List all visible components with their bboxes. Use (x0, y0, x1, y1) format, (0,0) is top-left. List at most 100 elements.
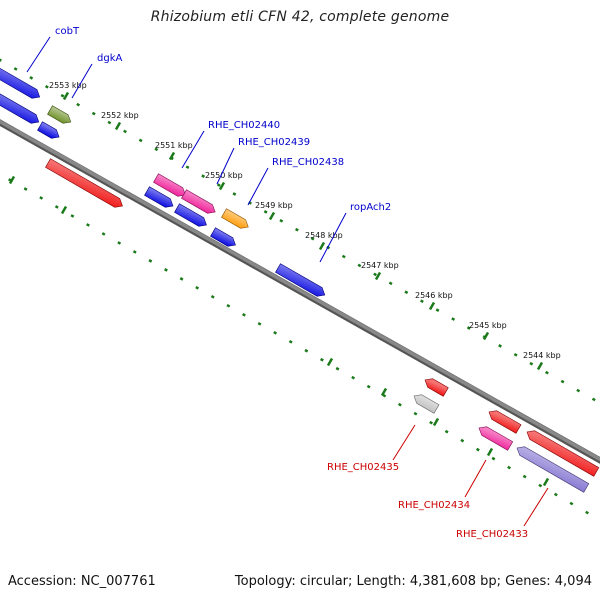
outer-track-tick (154, 147, 159, 152)
inner-track-tick (23, 187, 28, 191)
outer-track-tick (0, 58, 2, 62)
outer-track-tick (279, 218, 284, 223)
inner-track-tick (491, 456, 496, 461)
gene-red-mid[interactable] (488, 410, 522, 434)
ruler-major-tick (114, 121, 122, 131)
inner-track-tick (335, 366, 340, 371)
outer-track-tick (294, 227, 299, 232)
inner-track-tick (460, 438, 465, 443)
gene-RHE_CH02434[interactable] (478, 426, 514, 451)
gene-blue-2[interactable] (0, 91, 40, 124)
gene-slate[interactable] (516, 446, 590, 493)
ruler-major-tick (374, 271, 382, 281)
outer-track-tick (513, 352, 518, 357)
outer-track-tick (388, 281, 393, 286)
inner-track-tick (101, 232, 106, 236)
ruler-label: 2549 kbp (255, 201, 293, 210)
gene-dgkA[interactable] (47, 105, 72, 124)
outer-track-tick (560, 379, 565, 384)
gene-label[interactable]: ropAch2 (350, 202, 391, 213)
gene-ropAch2[interactable] (275, 263, 326, 297)
outer-track-tick (76, 102, 81, 107)
outer-track-tick (357, 263, 362, 268)
gene-callout-line (464, 459, 487, 498)
outer-track-tick (420, 299, 424, 304)
inner-track-tick (351, 375, 356, 380)
inner-track-tick (86, 223, 90, 227)
inner-major-tick (486, 447, 494, 457)
gene-cobT[interactable] (0, 62, 41, 99)
outer-track-tick (263, 210, 268, 214)
ruler-major-tick (318, 241, 326, 251)
gene-blue-4[interactable] (144, 186, 174, 208)
ruler-major-tick (482, 331, 490, 341)
inner-track-tick (195, 286, 200, 290)
inner-track-tick (413, 411, 418, 416)
outer-track-tick (123, 129, 127, 134)
genome-info-text: Topology: circular; Length: 4,381,608 bp… (234, 574, 592, 589)
map-title: Rhizobium etli CFN 42, complete genome (150, 9, 450, 25)
inner-major-tick (60, 205, 68, 215)
gene-label[interactable]: RHE_CH02440 (208, 120, 280, 131)
inner-track-tick (39, 196, 44, 200)
ruler-major-tick (428, 301, 436, 311)
outer-track-tick (60, 93, 65, 98)
ruler-label: 2551 kbp (155, 141, 193, 150)
outer-track-tick (576, 388, 581, 393)
gene-RHE_CH02440[interactable] (153, 173, 186, 197)
inner-track-tick (366, 384, 371, 389)
gene-blue-6[interactable] (210, 227, 236, 247)
inner-track-tick (273, 330, 278, 335)
ruler-label: 2544 kbp (523, 351, 561, 360)
ruler-label: 2547 kbp (361, 261, 399, 270)
outer-track-tick (310, 236, 315, 241)
gene-RHE_CH02435[interactable] (413, 394, 440, 414)
inner-track-tick (210, 295, 215, 299)
gene-RHE_CH02433-red[interactable] (526, 430, 600, 477)
gene-label[interactable]: dgkA (97, 53, 122, 64)
gene-blue-3[interactable] (37, 121, 60, 139)
gene-callout-line (523, 487, 549, 527)
ruler-major-tick (218, 181, 226, 191)
outer-track-tick (232, 192, 237, 196)
inner-major-tick (8, 175, 16, 185)
gene-RHE_CH02438[interactable] (221, 208, 249, 229)
gene-callout-line (181, 130, 205, 169)
gene-label[interactable]: RHE_CH02435 (327, 462, 399, 473)
gene-label[interactable]: RHE_CH02434 (398, 500, 470, 511)
outer-track-tick (451, 317, 456, 321)
gene-label[interactable]: RHE_CH02439 (238, 137, 310, 148)
inner-major-tick (380, 387, 388, 397)
inner-track-tick (507, 465, 511, 470)
outer-track-tick (138, 138, 143, 143)
genome-backbone-highlight (0, 119, 600, 462)
inner-major-tick (542, 477, 550, 487)
ruler-major-tick (168, 151, 176, 161)
outer-track-tick (341, 254, 346, 259)
gene-label[interactable]: cobT (55, 26, 80, 37)
inner-major-tick (432, 417, 440, 427)
ruler-major-tick (268, 211, 276, 221)
inner-track-tick (304, 348, 309, 353)
inner-track-tick (522, 474, 527, 479)
outer-track-tick (404, 290, 409, 295)
gene-callout-line (71, 63, 93, 99)
ruler-label: 2553 kbp (49, 81, 87, 90)
inner-track-tick (444, 429, 449, 434)
gene-blue-5[interactable] (174, 203, 207, 227)
gene-red-upper[interactable] (45, 158, 123, 208)
gene-label[interactable]: RHE_CH02433 (456, 529, 528, 540)
inner-track-tick (288, 339, 293, 344)
ruler-major-tick (536, 361, 544, 371)
outer-track-tick (13, 67, 18, 71)
outer-track-tick (44, 84, 49, 89)
gene-RHE_CH02439[interactable] (181, 189, 216, 214)
outer-track-tick (29, 76, 34, 80)
outer-track-tick (498, 344, 502, 348)
ruler-label: 2552 kbp (101, 111, 139, 120)
gene-label[interactable]: RHE_CH02438 (272, 157, 344, 168)
outer-track-tick (373, 272, 377, 277)
outer-track-tick (466, 326, 471, 330)
gene-red-small[interactable] (424, 378, 449, 397)
